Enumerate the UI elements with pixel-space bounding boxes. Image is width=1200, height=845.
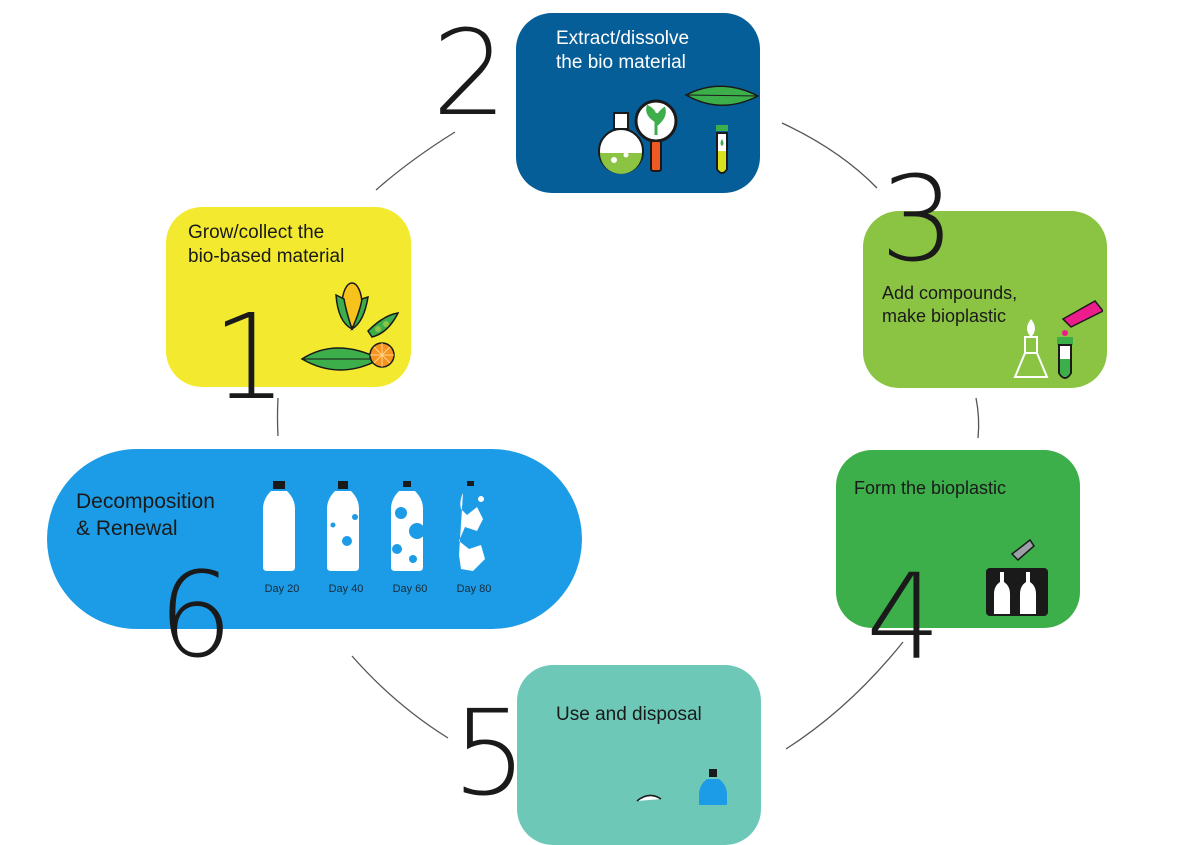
- step-4-number: 4: [866, 548, 942, 686]
- bottle-icon: [636, 769, 727, 805]
- arc-2-3: [781, 122, 878, 189]
- arc-3-4: [975, 397, 980, 439]
- step-5-text: Use and disposal: [556, 704, 702, 725]
- step-2-text: Extract/dissolve the bio material: [556, 28, 690, 74]
- bottle-day-80: [459, 481, 485, 571]
- step-5-card: Use and disposal: [517, 665, 761, 845]
- bottle-day-60: [391, 481, 425, 571]
- mold-bottle-icon: [986, 538, 1048, 616]
- step-1-card: Grow/collect the bio-based material: [166, 207, 411, 387]
- day-label: Day 60: [392, 583, 428, 595]
- arc-1-2: [375, 131, 456, 191]
- day-label: Day 80: [456, 583, 492, 595]
- day-label: Day 20: [264, 583, 300, 595]
- arc-6-1: [276, 397, 279, 437]
- decomposing-bottles-icon: [263, 481, 485, 571]
- step-2-card: Extract/dissolve the bio material: [516, 13, 760, 193]
- bottle-day-40: [327, 481, 359, 571]
- step-3-number: 3: [880, 150, 956, 288]
- step-4-text: Form the bioplastic: [854, 478, 1007, 498]
- step-3-text: Add compounds, make bioplastic: [882, 283, 1018, 327]
- cycle-connector: [276, 122, 980, 750]
- arc-5-6: [351, 655, 449, 739]
- step-2-number: 2: [432, 4, 508, 142]
- step-6-number: 6: [158, 546, 234, 684]
- step-4-card: Form the bioplastic: [836, 450, 1080, 628]
- arc-4-5: [785, 641, 904, 750]
- corn-leaf-orange-icon: [300, 282, 400, 371]
- step-1-text: Grow/collect the bio-based material: [188, 222, 345, 268]
- step-3-card: Add compounds, make bioplastic: [863, 211, 1107, 388]
- day-label: Day 40: [328, 583, 364, 595]
- bottle-day-20: [263, 481, 295, 571]
- step-1-number: 1: [212, 288, 288, 426]
- step-5-number: 5: [452, 684, 528, 822]
- flask-test-tube-icon: [1013, 300, 1103, 379]
- step-6-card: Decomposition & Renewal: [47, 449, 582, 629]
- step-6-text: Decomposition & Renewal: [76, 490, 215, 540]
- flask-magnifier-leaf-icon: [598, 85, 760, 174]
